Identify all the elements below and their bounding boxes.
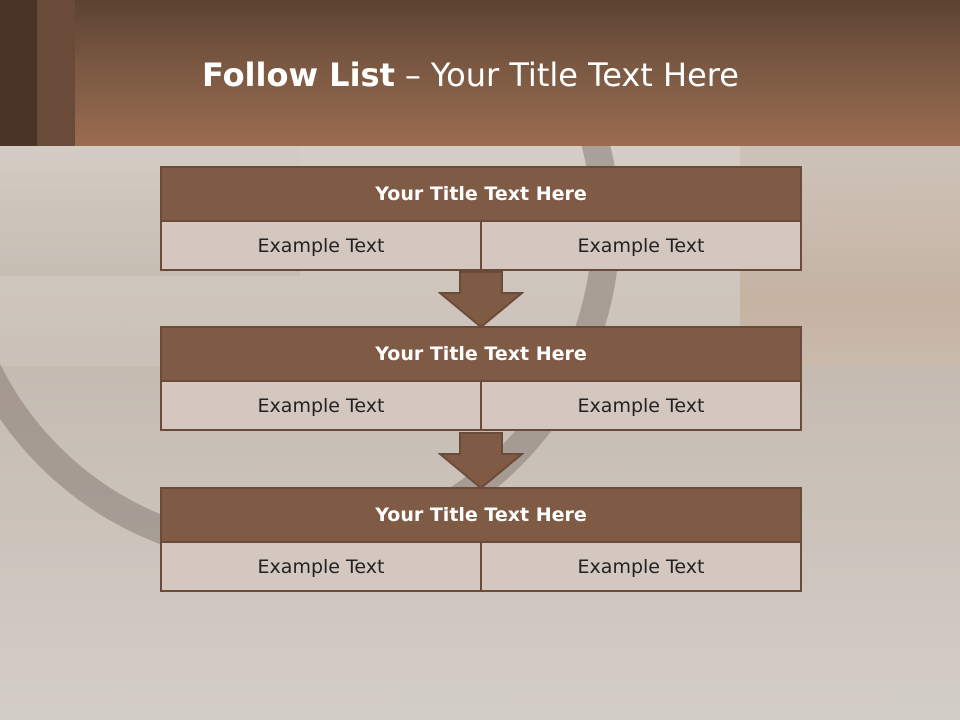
- follow-block-1[interactable]: Your Title Text Here Example Text Exampl…: [160, 166, 802, 271]
- header-accent-bar: [37, 0, 75, 146]
- block-cell-right[interactable]: Example Text: [482, 382, 802, 431]
- block-cell-right[interactable]: Example Text: [482, 222, 802, 271]
- block-cell-left[interactable]: Example Text: [160, 382, 482, 431]
- slide-title-separator: –: [404, 56, 421, 94]
- header-band: Follow List–Your Title Text Here: [0, 0, 960, 146]
- block-title[interactable]: Your Title Text Here: [160, 487, 802, 543]
- follow-block-3[interactable]: Your Title Text Here Example Text Exampl…: [160, 487, 802, 592]
- block-row: Example Text Example Text: [160, 382, 802, 431]
- block-title[interactable]: Your Title Text Here: [160, 166, 802, 222]
- block-cell-left[interactable]: Example Text: [160, 543, 482, 592]
- down-arrow-icon: [438, 271, 524, 329]
- slide-title-rest: Your Title Text Here: [430, 56, 739, 94]
- header-accent-bar: [0, 0, 37, 146]
- block-cell-right[interactable]: Example Text: [482, 543, 802, 592]
- down-arrow-icon: [438, 432, 524, 490]
- slide-title: Follow List–Your Title Text Here: [202, 56, 739, 94]
- follow-block-2[interactable]: Your Title Text Here Example Text Exampl…: [160, 326, 802, 431]
- block-cell-left[interactable]: Example Text: [160, 222, 482, 271]
- block-row: Example Text Example Text: [160, 543, 802, 592]
- block-row: Example Text Example Text: [160, 222, 802, 271]
- slide-title-bold: Follow List: [202, 56, 395, 94]
- block-title[interactable]: Your Title Text Here: [160, 326, 802, 382]
